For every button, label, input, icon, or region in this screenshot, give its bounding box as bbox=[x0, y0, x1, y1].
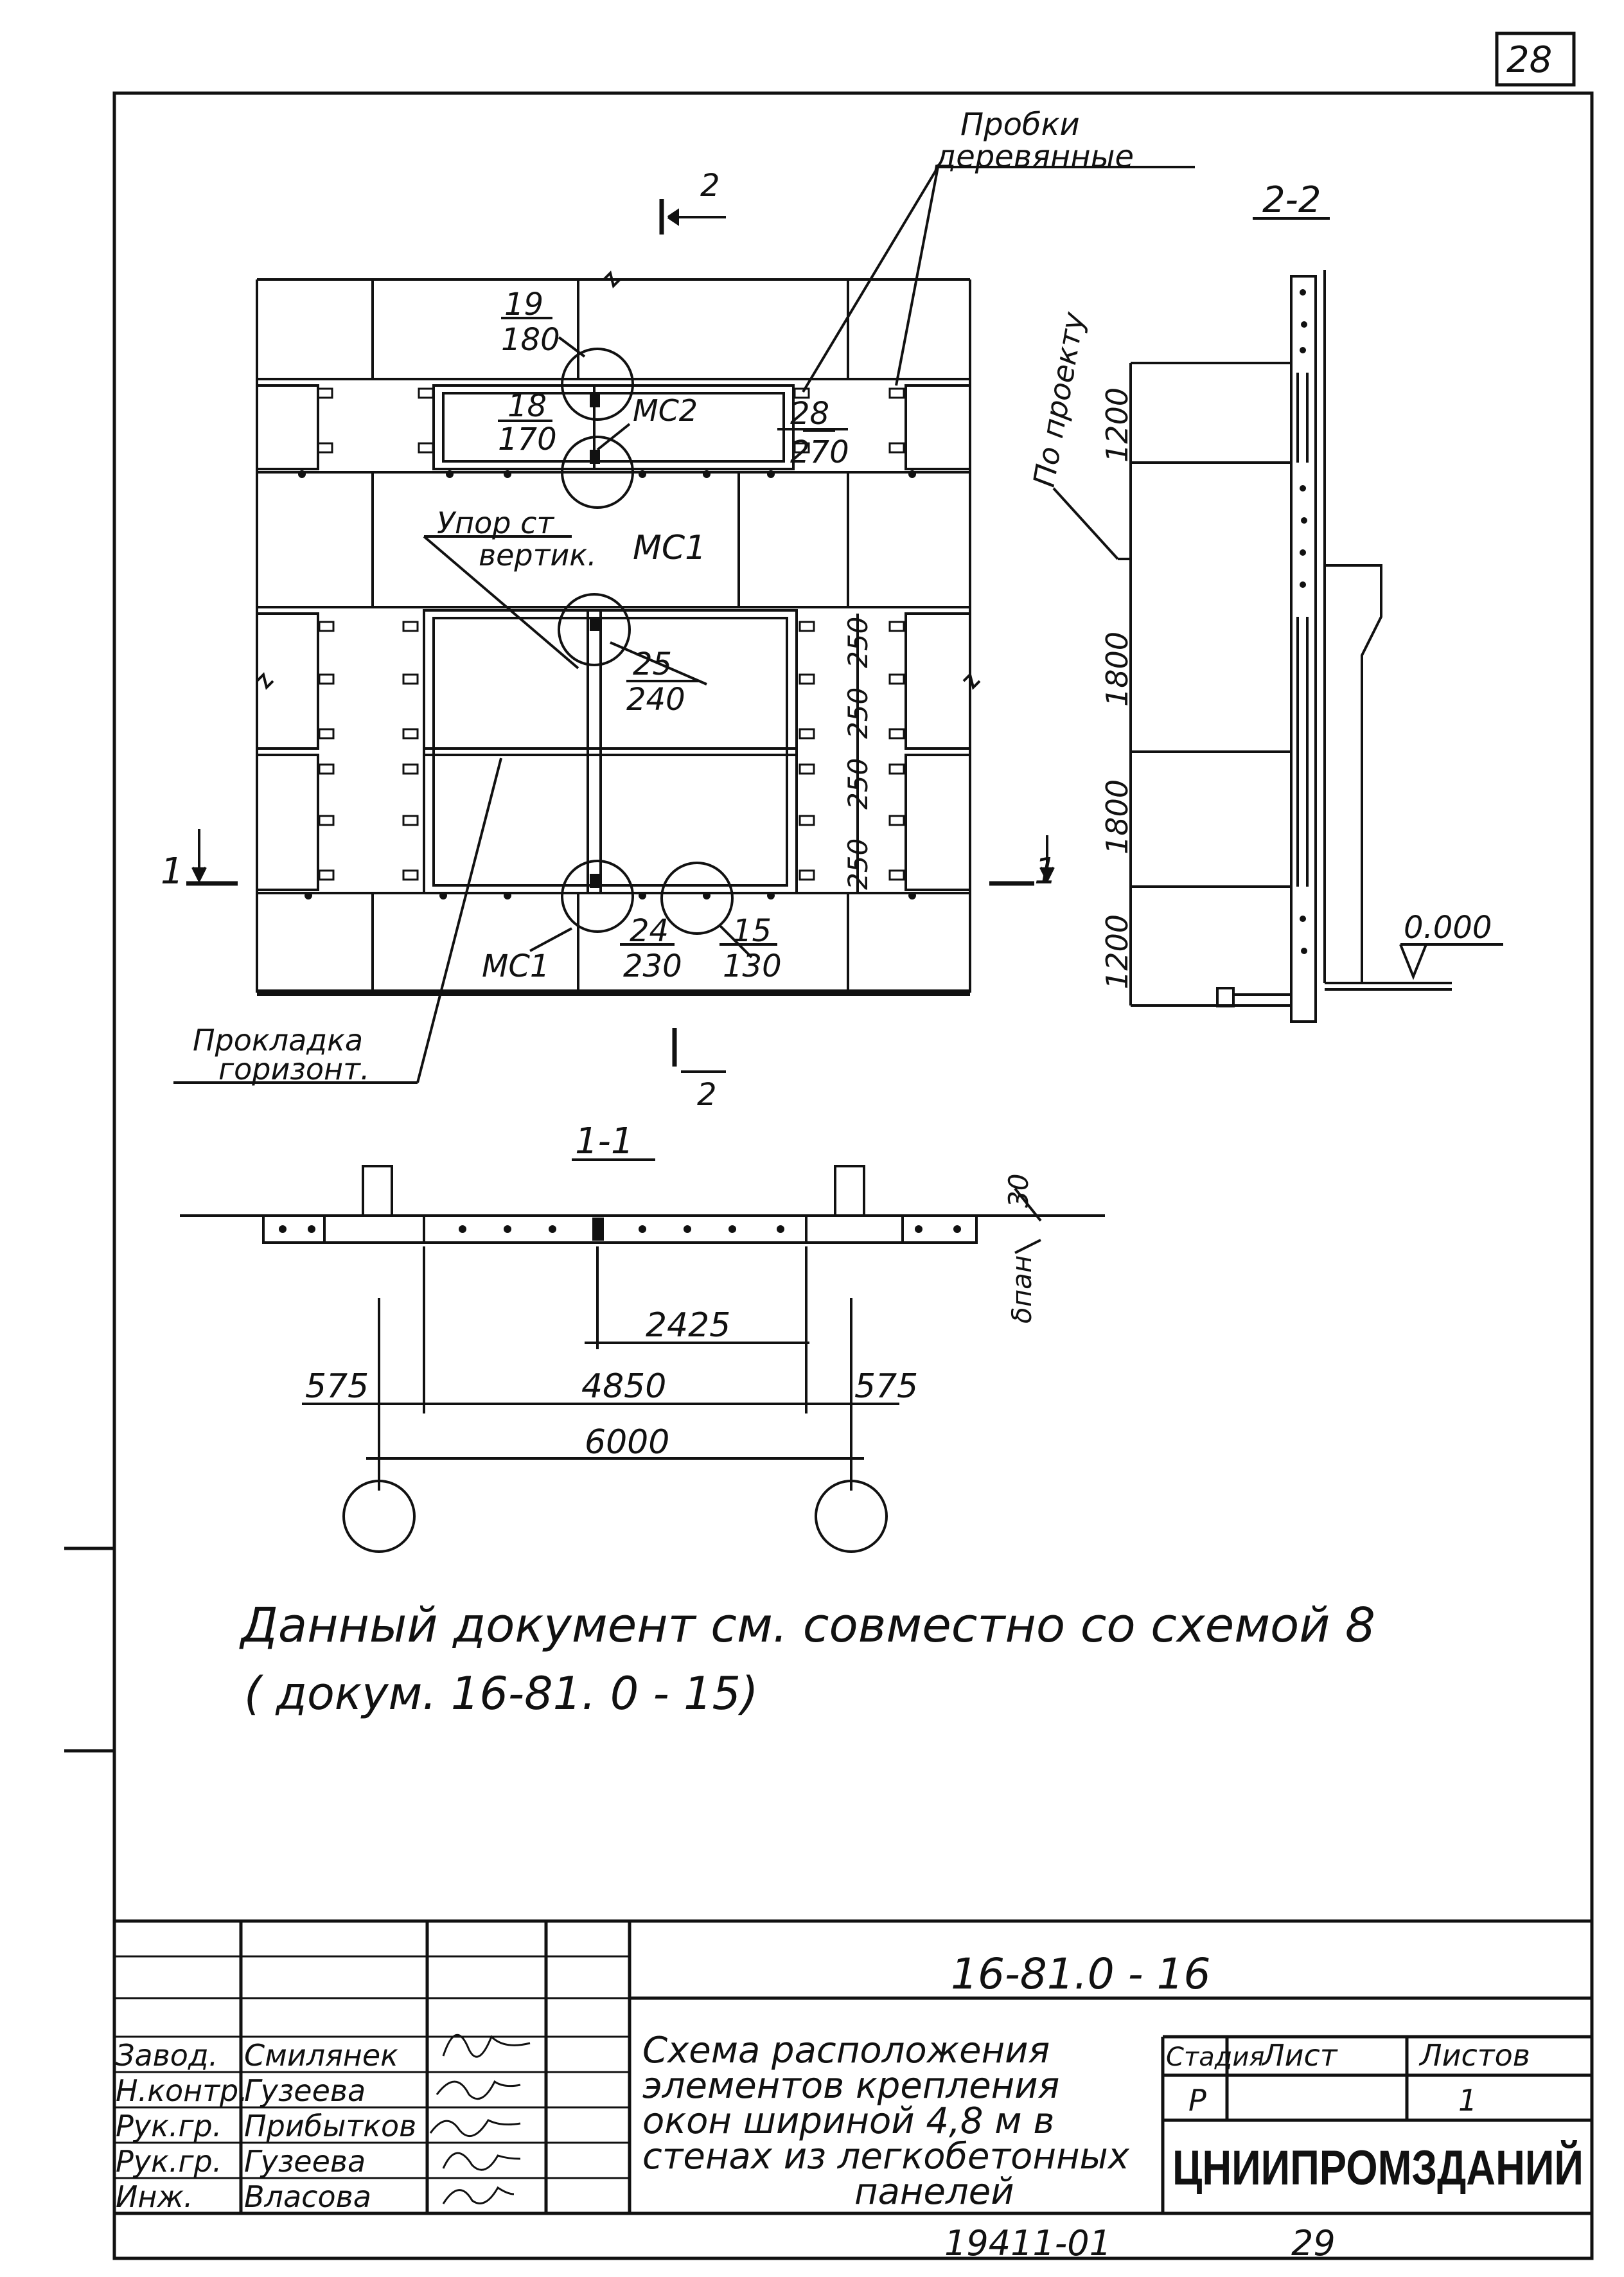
callout-230: 230 bbox=[623, 948, 682, 984]
callout-mc1-top: МС1 bbox=[633, 529, 706, 567]
name-3: Прибытков bbox=[244, 2109, 416, 2143]
callout-15: 15 bbox=[732, 913, 772, 949]
label-prokladka-2: горизонт. bbox=[218, 1052, 370, 1086]
title-block-text: 16-81.0 - 16 Завод. Н.контр. Рук.гр. Рук… bbox=[116, 1949, 1584, 2264]
dim-4850: 4850 bbox=[581, 1367, 666, 1406]
level-mark: 0.000 bbox=[1404, 910, 1492, 946]
dim-30: 30 bbox=[1003, 1174, 1034, 1208]
label-probki-1: Пробки bbox=[960, 107, 1080, 143]
section-mark-1-left: 1 bbox=[161, 851, 184, 892]
page-number-box: 28 bbox=[1495, 31, 1576, 87]
col-sheets: Листов bbox=[1418, 2038, 1530, 2073]
section-1-1-labels: 1-1 30 δпан 2425 575 4850 575 6000 bbox=[305, 1121, 1037, 1462]
dim-b-pan: δпан bbox=[1006, 1255, 1037, 1324]
dim-250-d: 250 bbox=[842, 838, 874, 890]
label-upor-2: вертик. bbox=[479, 538, 597, 572]
col-sheet: Лист bbox=[1261, 2038, 1338, 2073]
dim-6000: 6000 bbox=[585, 1423, 669, 1462]
title-line-4: стенах из легкобетонных bbox=[642, 2136, 1130, 2177]
role-5: Инж. bbox=[116, 2179, 193, 2214]
callout-mc1-bottom: МС1 bbox=[482, 948, 549, 984]
dim-1200-top: 1200 bbox=[1100, 387, 1134, 463]
col-stage: Стадия bbox=[1166, 2042, 1264, 2072]
section-mark-2-bottom: 2 bbox=[697, 1077, 717, 1113]
dim-1200-bottom: 1200 bbox=[1100, 914, 1134, 989]
page-number: 28 bbox=[1506, 39, 1552, 81]
callout-180: 180 bbox=[501, 322, 560, 358]
section-2-2 bbox=[1052, 217, 1503, 1023]
title-line-5: панелей bbox=[854, 2171, 1014, 2213]
name-2: Гузеева bbox=[244, 2073, 366, 2108]
note: Данный документ см. совместно со схемой … bbox=[239, 1598, 1375, 1720]
role-1: Завод. bbox=[116, 2038, 218, 2073]
callout-130: 130 bbox=[723, 948, 782, 984]
dim-250-c: 250 bbox=[842, 758, 874, 810]
sheets-value: 1 bbox=[1458, 2083, 1477, 2118]
dim-575-right: 575 bbox=[854, 1367, 918, 1406]
section-mark-1-right: 1 bbox=[1034, 851, 1057, 892]
callout-25: 25 bbox=[633, 646, 672, 682]
label-upor-1: Упор ст bbox=[437, 506, 554, 540]
label-probki-2: деревянные bbox=[934, 139, 1134, 175]
callout-19: 19 bbox=[504, 287, 543, 323]
note-line-1: Данный документ см. совместно со схемой … bbox=[239, 1598, 1375, 1653]
plan-view bbox=[173, 166, 1195, 1084]
role-2: Н.контр. bbox=[116, 2073, 248, 2108]
organization-name: ЦНИИПРОМЗДАНИЙ bbox=[1172, 2140, 1584, 2195]
callout-24: 24 bbox=[630, 913, 669, 949]
dim-250-a: 250 bbox=[842, 617, 874, 668]
plan-labels: Пробки деревянные 2 19 180 18 170 МС2 28… bbox=[161, 107, 1134, 1113]
label-po-proektu: По проекту bbox=[1027, 309, 1091, 490]
bottom-left-number: 19411-01 bbox=[944, 2223, 1111, 2264]
section-2-2-labels: 2-2 По проекту 1200 1800 1800 1200 0.000 bbox=[1027, 179, 1492, 989]
section-2-2-title: 2-2 bbox=[1262, 179, 1321, 221]
label-prokladka-1: Прокладка bbox=[193, 1023, 363, 1058]
role-4: Рук.гр. bbox=[116, 2144, 222, 2179]
callout-28: 28 bbox=[790, 396, 829, 432]
dim-2425: 2425 bbox=[646, 1306, 730, 1345]
dim-250-b: 250 bbox=[842, 687, 874, 739]
note-line-2: ( докум. 16-81. 0 - 15) bbox=[244, 1667, 758, 1720]
bottom-right-number: 29 bbox=[1291, 2223, 1336, 2264]
callout-270: 270 bbox=[790, 434, 849, 470]
name-1: Смилянек bbox=[244, 2038, 398, 2073]
section-1-1 bbox=[180, 1158, 1105, 1553]
role-3: Рук.гр. bbox=[116, 2109, 222, 2143]
callout-mc2: МС2 bbox=[633, 393, 698, 428]
name-5: Власова bbox=[244, 2179, 371, 2214]
title-line-1: Схема расположения bbox=[642, 2030, 1050, 2071]
signatures bbox=[429, 2034, 531, 2204]
title-line-2: элементов крепления bbox=[642, 2065, 1059, 2107]
title-line-3: окон шириной 4,8 м в bbox=[642, 2100, 1054, 2142]
name-4: Гузеева bbox=[244, 2144, 366, 2179]
sheet-frame bbox=[112, 91, 1594, 2260]
section-mark-2-top: 2 bbox=[700, 168, 720, 204]
dim-575-left: 575 bbox=[305, 1367, 369, 1406]
callout-18: 18 bbox=[508, 388, 547, 424]
callout-240: 240 bbox=[626, 682, 685, 718]
section-1-1-title: 1-1 bbox=[575, 1121, 633, 1162]
doc-code: 16-81.0 - 16 bbox=[951, 1949, 1211, 1999]
title-block bbox=[114, 1919, 1592, 2215]
callout-170: 170 bbox=[498, 421, 557, 457]
dim-1800-a: 1800 bbox=[1100, 632, 1134, 707]
dim-1800-b: 1800 bbox=[1100, 779, 1134, 855]
stage-value: Р bbox=[1188, 2083, 1206, 2118]
